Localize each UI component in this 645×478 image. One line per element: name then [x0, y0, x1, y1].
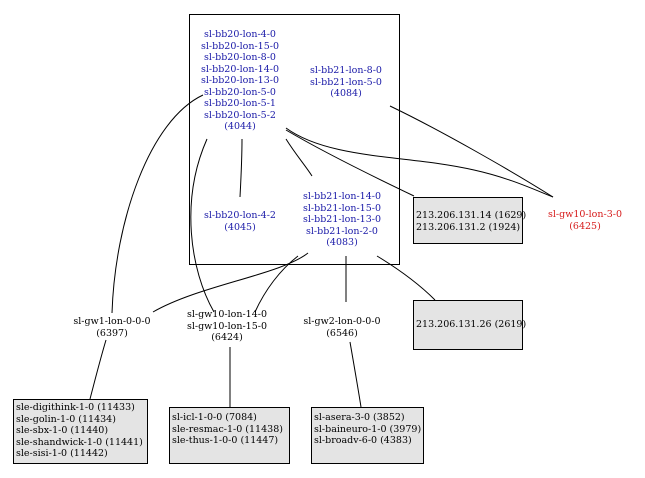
- edge-bb21-group-b-to-gw1: [152, 252, 309, 313]
- backbone-cluster: [189, 14, 400, 265]
- node-id: (6546): [326, 327, 358, 339]
- edge-gw2-to-customers: [349, 341, 362, 408]
- node-line: sl-bb21-lon-2-0: [306, 225, 378, 237]
- node-bb21-group-a[interactable]: sl-bb21-lon-8-0 sl-bb21-lon-5-0 (4084): [298, 65, 394, 100]
- box-line: 213.206.131.26 (2619): [416, 319, 527, 331]
- node-id: (6424): [211, 332, 243, 343]
- box-line: sl-baineuro-1-0 (3979): [314, 423, 422, 435]
- ip-box-a[interactable]: 213.206.131.14 (1629) 213.206.131.2 (192…: [413, 197, 527, 244]
- node-line: sl-gw2-lon-0-0-0: [303, 316, 381, 327]
- node-bb20-group[interactable]: sl-bb20-lon-4-0 sl-bb20-lon-15-0 sl-bb20…: [190, 29, 290, 133]
- box-line: 213.206.131.2 (1924): [416, 221, 521, 233]
- node-line: sl-bb21-lon-5-0: [310, 76, 382, 88]
- node-line: sl-bb20-lon-5-0: [204, 86, 276, 98]
- box-line: sle-resmac-1-0 (11438): [172, 423, 283, 435]
- node-line: sl-bb20-lon-5-2: [204, 109, 276, 121]
- box-line: sle-thus-1-0-0 (11447): [172, 435, 279, 446]
- node-id: (6425): [569, 220, 601, 232]
- box-line: sle-sisi-1-0 (11442): [16, 448, 108, 459]
- node-gw10-lon-14-0[interactable]: sl-gw10-lon-14-0 sl-gw10-lon-15-0 (6424): [177, 309, 277, 344]
- node-line: sl-gw10-lon-3-0: [547, 209, 623, 220]
- node-line: sl-gw10-lon-14-0: [186, 309, 268, 320]
- node-line: sl-bb20-lon-14-0: [200, 63, 279, 75]
- node-gw10-lon-3-0[interactable]: sl-gw10-lon-3-0 (6425): [535, 209, 635, 232]
- box-line: sle-shandwick-1-0 (11441): [16, 436, 143, 448]
- edge-bb20-group-to-gw1: [111, 94, 204, 314]
- box-line: 213.206.131.14 (1629): [416, 210, 527, 221]
- node-id: (4044): [224, 121, 256, 132]
- edge-bb20-group-to-gw10-14: [190, 138, 215, 313]
- edge-bb20-group-to-bb21-group-b: [285, 138, 313, 177]
- node-line: sl-bb21-lon-15-0: [302, 202, 381, 214]
- box-line: sle-sbx-1-0 (11440): [16, 425, 109, 436]
- box-line: sle-golin-1-0 (11434): [16, 413, 116, 425]
- node-id: (6397): [96, 327, 128, 339]
- node-bb21-group-b[interactable]: sl-bb21-lon-14-0 sl-bb21-lon-15-0 sl-bb2…: [294, 191, 390, 249]
- box-line: sl-broadv-6-0 (4383): [314, 435, 412, 446]
- box-line: sl-icl-1-0-0 (7084): [172, 412, 257, 423]
- edge-bb20-group-to-bb20-4-2: [239, 138, 243, 198]
- node-id: (4084): [330, 88, 362, 99]
- edge-bb21-group-b-to-gw10-14: [254, 255, 299, 313]
- edge-bb20-group-to-ip-a: [285, 129, 415, 197]
- node-gw1-lon-0-0-0[interactable]: sl-gw1-lon-0-0-0 (6397): [62, 316, 162, 339]
- node-line: sl-gw1-lon-0-0-0: [73, 316, 151, 327]
- node-line: sl-bb20-lon-15-0: [200, 40, 279, 52]
- node-line: sl-bb21-lon-8-0: [310, 65, 382, 76]
- node-line: sl-bb21-lon-14-0: [302, 191, 381, 202]
- ip-box-b[interactable]: 213.206.131.26 (2619): [413, 300, 527, 350]
- node-line: sl-gw10-lon-15-0: [186, 320, 268, 332]
- edge-bb21-group-b-to-ip-b: [376, 255, 436, 301]
- node-line: sl-bb20-lon-13-0: [200, 75, 279, 86]
- node-line: sl-bb20-lon-8-0: [204, 52, 276, 63]
- customers-box-gw1[interactable]: sle-digithink-1-0 (11433) sle-golin-1-0 …: [13, 399, 148, 464]
- node-gw2-lon-0-0-0[interactable]: sl-gw2-lon-0-0-0 (6546): [292, 316, 392, 339]
- node-line: sl-bb20-lon-4-2: [204, 210, 276, 221]
- node-id: (4045): [224, 221, 256, 233]
- customers-box-gw2[interactable]: sl-asera-3-0 (3852) sl-baineuro-1-0 (397…: [311, 407, 424, 464]
- node-line: sl-bb20-lon-4-0: [204, 29, 276, 40]
- node-id: (4083): [326, 237, 358, 248]
- node-line: sl-bb21-lon-13-0: [302, 214, 381, 225]
- edge-bb21-group-a-to-gw10-3: [389, 105, 554, 198]
- node-line: sl-bb20-lon-5-1: [204, 98, 276, 109]
- edge-gw1-to-customers: [89, 339, 107, 400]
- customers-box-gw10[interactable]: sl-icl-1-0-0 (7084) sle-resmac-1-0 (1143…: [169, 407, 290, 464]
- box-line: sle-digithink-1-0 (11433): [16, 402, 135, 413]
- box-line: sl-asera-3-0 (3852): [314, 412, 405, 423]
- edge-bb20-group-to-gw10-3: [285, 127, 554, 198]
- node-bb20-lon-4-2[interactable]: sl-bb20-lon-4-2 (4045): [190, 210, 290, 233]
